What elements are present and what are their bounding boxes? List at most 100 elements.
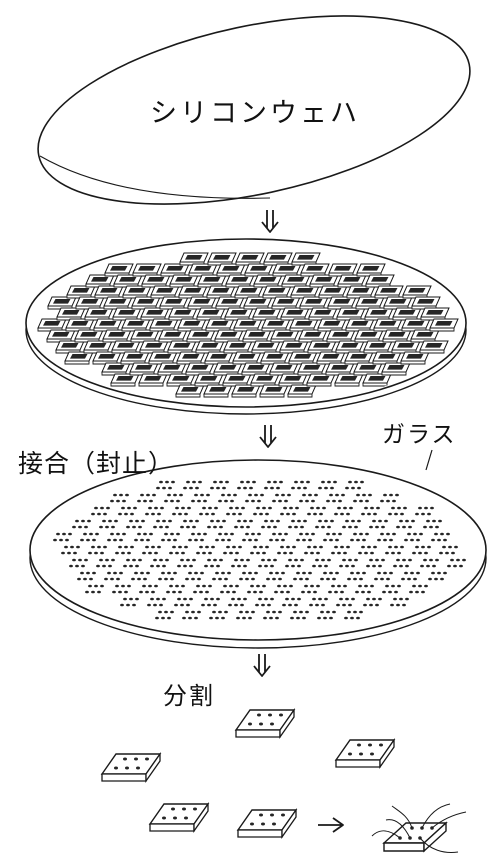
- glass-hole-group: [142, 545, 161, 555]
- glass-hole-group: [247, 584, 266, 594]
- mems-chip: [259, 384, 289, 398]
- mems-chip: [278, 373, 308, 387]
- glass-hole-group: [88, 545, 107, 555]
- glass-hole-group: [147, 597, 166, 607]
- mems-chip: [74, 329, 104, 343]
- glass-hole-group: [393, 558, 412, 568]
- mems-chip: [213, 362, 243, 376]
- mems-chip: [169, 274, 199, 288]
- mems-chip: [194, 373, 224, 387]
- mems-chip: [251, 340, 281, 354]
- glass-hole-group: [304, 545, 323, 555]
- mems-chip: [252, 307, 282, 321]
- mems-chip: [336, 307, 366, 321]
- glass-hole-group: [382, 584, 401, 594]
- glass-hole-group: [215, 532, 234, 542]
- mems-chip: [335, 340, 365, 354]
- glass-hole-group: [328, 584, 347, 594]
- glass-hole-group: [220, 584, 239, 594]
- mems-chip: [103, 296, 133, 310]
- mems-chip: [372, 351, 402, 365]
- mems-chip: [188, 263, 218, 277]
- mems-chip: [429, 318, 459, 332]
- mems-chip: [420, 307, 450, 321]
- glass-hole-group: [253, 506, 272, 516]
- right-arrow-icon: [318, 817, 344, 833]
- mems-chip: [207, 252, 237, 266]
- glass-hole-group: [164, 493, 183, 503]
- glass-hole-group: [291, 480, 310, 490]
- mems-chip: [196, 307, 226, 321]
- glass-hole-group: [326, 493, 345, 503]
- mems-chip: [262, 285, 292, 299]
- mems-chip: [253, 274, 283, 288]
- glass-hole-group: [210, 480, 229, 490]
- glass-hole-group: [80, 532, 99, 542]
- mems-chip: [402, 285, 432, 299]
- mems-chip: [326, 329, 356, 343]
- glass-hole-group: [223, 545, 242, 555]
- glass-hole-group: [261, 519, 280, 529]
- glass-hole-group: [264, 480, 283, 490]
- mems-chip: [297, 362, 327, 376]
- glass-hole-group: [188, 532, 207, 542]
- glass-hole-group: [317, 610, 336, 620]
- mems-chip: [121, 318, 151, 332]
- glass-hole-group: [123, 558, 142, 568]
- mems-chip: [299, 296, 329, 310]
- glass-hole-group: [110, 493, 129, 503]
- mems-chip: [269, 362, 299, 376]
- mems-chip: [167, 340, 197, 354]
- glass-hole-group: [155, 610, 174, 620]
- mems-chip: [129, 362, 159, 376]
- glass-hole-group: [180, 519, 199, 529]
- mems-chip: [112, 307, 142, 321]
- glass-hole-group: [145, 506, 164, 516]
- mems-chip: [243, 296, 273, 310]
- mems-chip: [234, 285, 264, 299]
- glass-leader-line: [425, 449, 433, 471]
- diced-chip: [236, 807, 298, 840]
- glass-hole-group: [185, 571, 204, 581]
- glass-hole-group: [301, 584, 320, 594]
- mems-chip: [216, 263, 246, 277]
- glass-wafer: [29, 459, 487, 649]
- glass-hole-group: [161, 532, 180, 542]
- glass-hole-group: [415, 506, 434, 516]
- mems-chip: [272, 263, 302, 277]
- glass-hole-group: [342, 519, 361, 529]
- mems-chip: [271, 296, 301, 310]
- mems-chip: [215, 296, 245, 310]
- glass-hole-group: [182, 610, 201, 620]
- glass-hole-group: [53, 532, 72, 542]
- mems-chip: [325, 362, 355, 376]
- mems-chip: [337, 274, 367, 288]
- glass-hole-group: [353, 493, 372, 503]
- glass-hole-group: [401, 571, 420, 581]
- mems-chip: [122, 285, 152, 299]
- glass-hole-group: [212, 571, 231, 581]
- glass-hole-group: [255, 597, 274, 607]
- mems-chip: [298, 329, 328, 343]
- glass-hole-group: [85, 584, 104, 594]
- mems-chip: [139, 340, 169, 354]
- glass-hole-group: [234, 519, 253, 529]
- glass-hole-group: [126, 519, 145, 529]
- glass-hole-group: [285, 558, 304, 568]
- mems-chip: [290, 285, 320, 299]
- mems-chip: [381, 362, 411, 376]
- mems-chip: [281, 274, 311, 288]
- mems-chip: [353, 362, 383, 376]
- mems-chip: [166, 373, 196, 387]
- glass-hole-group: [139, 584, 158, 594]
- mems-chip: [187, 296, 217, 310]
- mems-chip: [185, 362, 215, 376]
- packaged-chip: [371, 803, 467, 853]
- mems-chip: [120, 351, 150, 365]
- mems-chip: [289, 318, 319, 332]
- mems-chip: [232, 351, 262, 365]
- glass-hole-group: [226, 506, 245, 516]
- mems-chip: [47, 296, 77, 310]
- glass-hole-group: [61, 545, 80, 555]
- down-double-arrow-icon: [259, 425, 277, 448]
